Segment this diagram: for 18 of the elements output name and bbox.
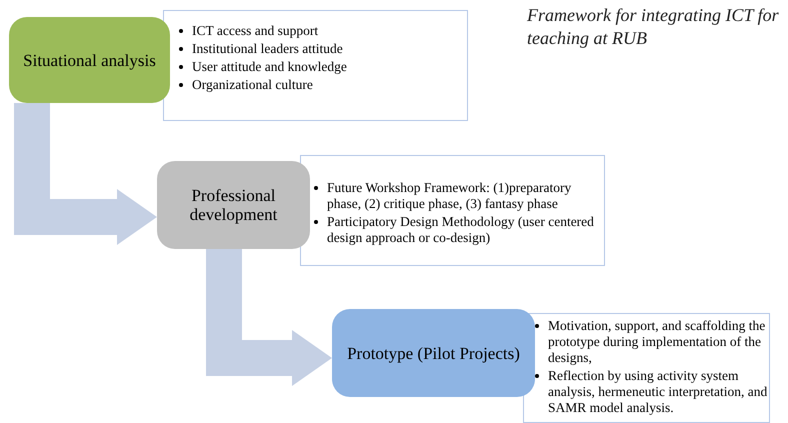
bullet-text: ICT access and support — [192, 23, 318, 38]
bullet-text: Organizational culture — [192, 77, 313, 92]
step-label: Professional development — [188, 186, 278, 224]
bullet-text: Participatory Design Methodology (user centered design approach or co-design) — [327, 214, 594, 245]
step-label: Prototype (Pilot Projects) — [347, 344, 520, 362]
bullet-text: Institutional leaders attitude — [192, 41, 343, 56]
process-box — [332, 309, 535, 397]
diagram-title: Framework for integrating ICT for teaching at RUB — [527, 4, 780, 50]
text-box — [300, 155, 605, 266]
process-box — [157, 161, 310, 249]
text-box — [523, 313, 770, 423]
bullet-text: Future Workshop Framework: (1)preparatory phase, (2) critique phase, (3) fantasy phase — [327, 180, 572, 211]
bullet-text: Motivation, support, and scaffolding the prototype during implementation of the designs, — [548, 318, 766, 365]
step-label: Situational analysis — [23, 50, 156, 70]
process-box — [9, 17, 170, 103]
text-box — [163, 10, 468, 121]
bullet-text: Reflection by using activity system analysis, hermeneutic interpretation, and SAMR model analysis. — [548, 368, 768, 415]
bullet-text: User attitude and knowledge — [192, 59, 347, 74]
